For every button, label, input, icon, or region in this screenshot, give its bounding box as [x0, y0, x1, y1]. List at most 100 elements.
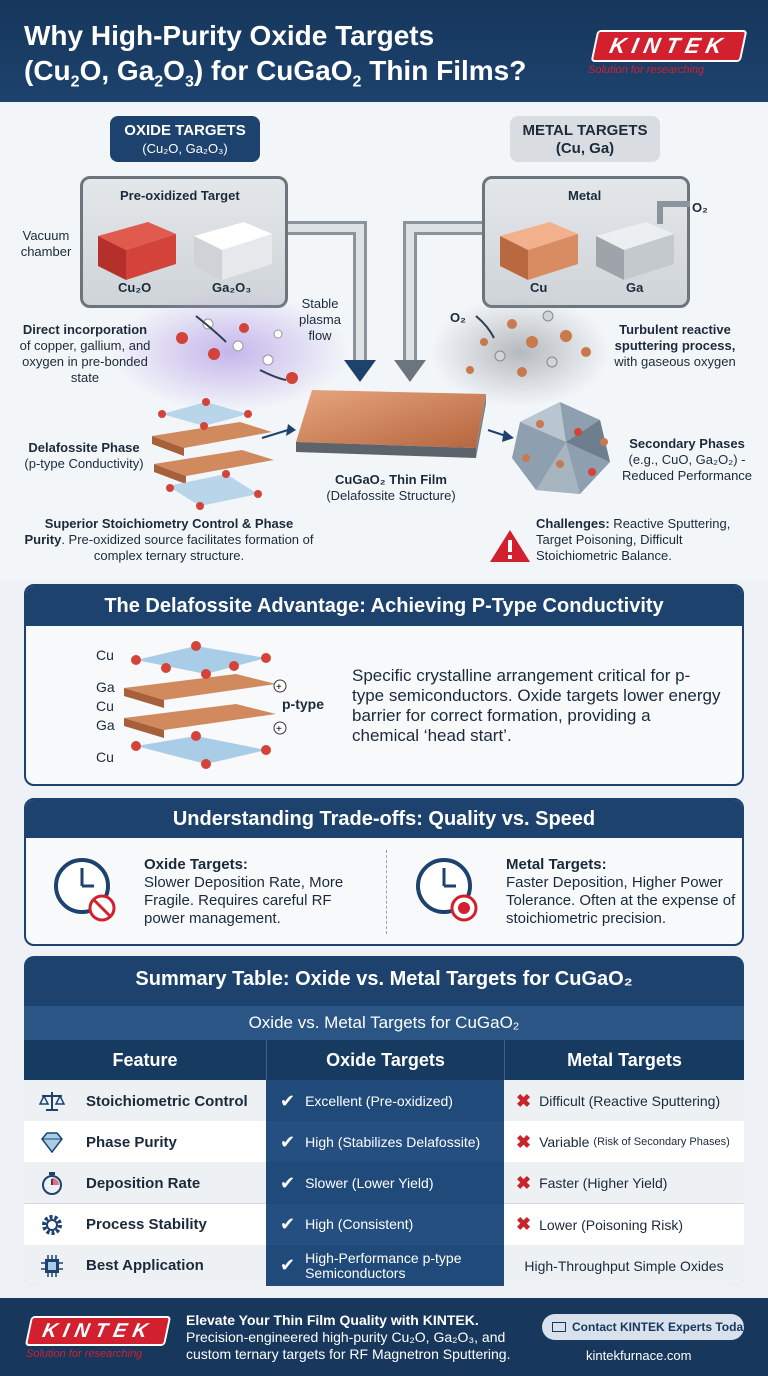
turbulent-sputtering-note: Turbulent reactive sputtering process, w…: [614, 322, 736, 369]
secondary-phases-label: Secondary Phases (e.g., CuO, Ga₂O₂) - Re…: [621, 436, 753, 483]
table-body: Stoichiometric Control✔Excellent (Pre-ox…: [24, 1080, 744, 1286]
feature-cell: Best Application: [24, 1245, 266, 1286]
x-icon: ✖: [516, 1172, 532, 1193]
header-banner: Why High-Purity Oxide Targets (Cu2O, Ga2…: [0, 0, 768, 102]
metal-value: Difficult (Reactive Sputtering): [539, 1093, 721, 1109]
feature-label: Phase Purity: [86, 1133, 177, 1151]
footer: KINTEK Solution for researching Elevate …: [0, 1298, 768, 1376]
diamond-icon: [30, 1131, 74, 1154]
layered-structure-graphic: + +: [124, 641, 287, 769]
oxide-value: High (Stabilizes Delafossite): [305, 1133, 481, 1150]
tradeoff-divider: [386, 850, 387, 934]
header-oxide: Oxide Targets: [266, 1040, 504, 1080]
contact-button[interactable]: Contact KINTEK Experts Today: [542, 1314, 750, 1340]
oxide-value: High-Performance p-type Semiconductors: [305, 1249, 462, 1281]
oxide-value: Excellent (Pre-oxidized): [305, 1092, 453, 1109]
o2-inlet-pipe: [657, 201, 690, 224]
check-icon: ✔: [280, 1090, 296, 1111]
table-row: Stoichiometric Control✔Excellent (Pre-ox…: [24, 1080, 744, 1122]
diagram-graphics: [98, 201, 690, 562]
check-icon: ✔: [280, 1172, 296, 1193]
cu2o-cube: [98, 222, 176, 280]
cu-cube: [500, 222, 578, 280]
table-row: Deposition Rate ✔ Slower (Lower Yield) ✖ Fas…: [24, 1162, 744, 1205]
layer-label: Cu: [96, 698, 114, 714]
oxide-value: Slower (Lower Yield): [305, 1174, 434, 1191]
chip-icon: [30, 1254, 74, 1278]
thin-film: [296, 390, 486, 458]
oxide-tradeoff-text: Slower Deposition Rate, More Fragile. Re…: [144, 874, 344, 927]
layer-label: Ga: [96, 679, 115, 695]
delafossite-crystal: [152, 398, 274, 510]
secondary-phases-cluster: [512, 402, 610, 494]
metal-tradeoff-title: Metal Targets:: [506, 856, 607, 873]
footer-brand-tagline: Solution for researching: [26, 1348, 143, 1360]
oxide-tradeoff-title: Oxide Targets:: [144, 856, 248, 873]
feature-label: Process Stability: [86, 1216, 207, 1234]
superior-control-note: Superior Stoichiometry Control & Phase P…: [24, 516, 314, 563]
metal-value: Faster (Higher Yield): [539, 1175, 668, 1192]
layer-label: Cu: [96, 647, 114, 663]
oxide-arrow-down: [344, 360, 376, 382]
table-header-row: Feature Oxide Targets Metal Targets: [24, 1040, 744, 1080]
page-title-line2: (Cu2O, Ga2O3) for CuGaO2 Thin Films?: [24, 55, 527, 91]
check-icon: ✔: [280, 1214, 296, 1235]
website-link[interactable]: kintekfurnace.com: [586, 1348, 692, 1363]
table-row: Phase Purity ✔ High (Stabilizes Delafossit…: [24, 1121, 744, 1164]
advantage-title: The Delafossite Advantage: Achieving P-T…: [26, 586, 742, 626]
metal-arrow-down: [394, 360, 426, 382]
svg-text:+: +: [276, 682, 282, 693]
metal-cell: ✖ Faster (Higher Yield): [504, 1162, 744, 1204]
o2-side-label: O₂: [450, 310, 466, 325]
brand-logo: KINTEK: [590, 30, 748, 62]
challenges-note: Challenges: Reactive Sputtering, Target …: [536, 516, 731, 563]
tradeoffs-title: Understanding Trade-offs: Quality vs. Sp…: [26, 800, 742, 838]
page-title-line1: Why High-Purity Oxide Targets: [24, 20, 435, 51]
o2-inlet-label: O₂: [692, 200, 708, 215]
gear-icon: [30, 1213, 74, 1237]
svg-text:+: +: [276, 724, 282, 735]
stopwatch-icon: [30, 1171, 74, 1196]
warning-icon: [490, 530, 530, 562]
ga-label: Ga: [626, 280, 644, 295]
delafossite-phase-label: Delafossite Phase (p-type Conductivity): [24, 440, 144, 471]
check-icon: ✔: [280, 1131, 296, 1152]
table-title: Summary Table: Oxide vs. Metal Targets f…: [135, 968, 633, 990]
direct-incorporation-note: Direct incorporation of copper, gallium,…: [19, 322, 151, 385]
x-icon: ✖: [516, 1090, 532, 1111]
header-feature: Feature: [112, 1049, 178, 1070]
footer-brand-logo: KINTEK: [24, 1316, 172, 1346]
thin-film-label: CuGaO₂ Thin Film (Delafossite Structure): [326, 472, 456, 503]
brand-tagline: Solution for researching: [588, 64, 705, 76]
clock-forbidden-icon: [54, 858, 116, 922]
feature-label: Best Application: [86, 1257, 204, 1275]
oxide-targets-pill: OXIDE TARGETS (Cu₂O, Ga₂O₃): [110, 116, 260, 162]
mail-icon: [552, 1322, 566, 1332]
x-icon: ✖: [516, 1131, 532, 1152]
oxide-cell: ✔ Excellent (Pre-oxidized): [266, 1080, 504, 1122]
stable-plasma-label: Stable plasma flow: [299, 296, 341, 343]
oxide-cell: ✔High-Performance p-type Semiconductors: [266, 1244, 504, 1286]
metal-value: Variable: [539, 1134, 590, 1151]
sputtering-diagram: OXIDE TARGETS (Cu₂O, Ga₂O₃) METAL TARGET…: [0, 102, 768, 580]
ga-cube: [596, 222, 674, 280]
metal-cell: ✖ Variable(Risk of Secondary Phases): [504, 1121, 744, 1163]
feature-label: Deposition Rate: [86, 1174, 201, 1192]
scale-icon: [30, 1090, 74, 1112]
metal-cell: High-Throughput Simple Oxides: [504, 1245, 744, 1286]
metal-cell: ✖Lower (Poisoning Risk): [504, 1204, 744, 1246]
metal-targets-pill: METAL TARGETS (Cu, Ga): [510, 116, 660, 162]
x-icon: ✖: [516, 1214, 532, 1235]
reactive-smoke: [430, 297, 610, 407]
oxide-cell: ✔ High (Stabilizes Delafossite): [266, 1121, 504, 1164]
feature-cell: Phase Purity: [24, 1121, 266, 1163]
metal-particles: [466, 310, 591, 377]
advantage-text: Specific crystalline arrangement critica…: [352, 666, 721, 745]
clock-target-icon: [416, 858, 478, 922]
layer-label: Cu: [96, 749, 114, 765]
oxide-chamber-title: Pre-oxidized Target: [120, 188, 240, 203]
summary-table: Summary Table: Oxide vs. Metal Targets f…: [24, 956, 744, 1286]
metal-value: High-Throughput Simple Oxides: [524, 1257, 724, 1274]
table-subtitle: Oxide vs. Metal Targets for CuGaO₂: [24, 1006, 744, 1040]
metal-value-note: (Risk of Secondary Phases): [593, 1136, 730, 1149]
